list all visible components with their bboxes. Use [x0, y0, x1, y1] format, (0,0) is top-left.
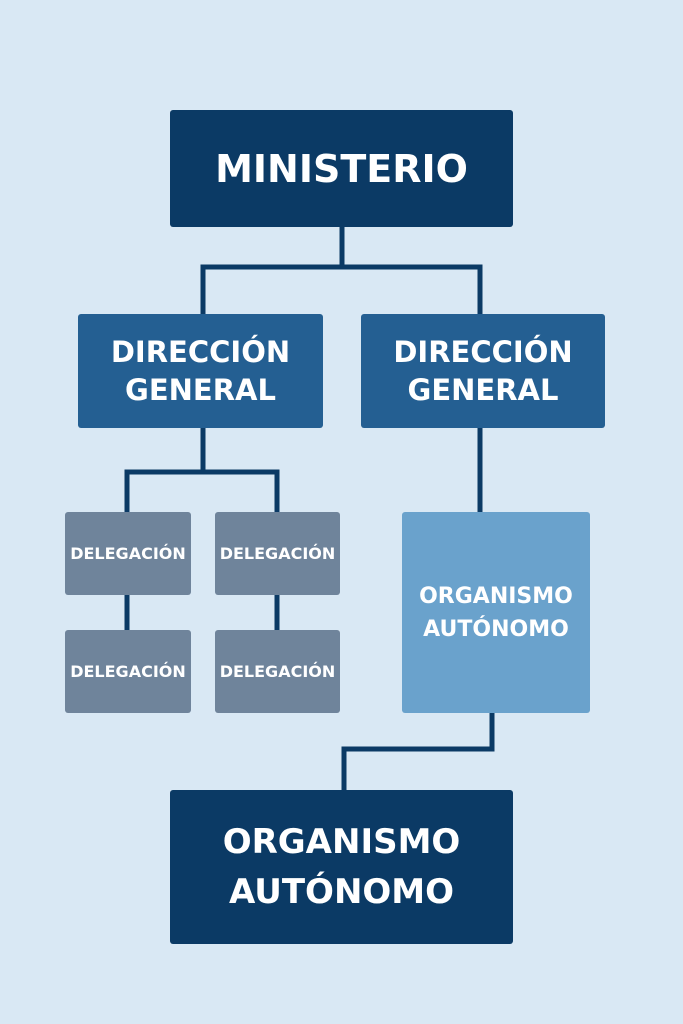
autonomous-body-box-small: ORGANISMO AUTÓNOMO	[402, 512, 590, 713]
direction-general-box-2: DIRECCIÓN GENERAL	[361, 314, 605, 428]
autonomous-body-box-large: ORGANISMO AUTÓNOMO	[170, 790, 513, 944]
delegation-box-4: DELEGACIÓN	[215, 630, 340, 713]
delegation-box-2: DELEGACIÓN	[215, 512, 340, 595]
ministry-box: MINISTERIO	[170, 110, 513, 227]
delegation-box-3: DELEGACIÓN	[65, 630, 191, 713]
delegation-box-1: DELEGACIÓN	[65, 512, 191, 595]
direction-general-box-1: DIRECCIÓN GENERAL	[78, 314, 323, 428]
